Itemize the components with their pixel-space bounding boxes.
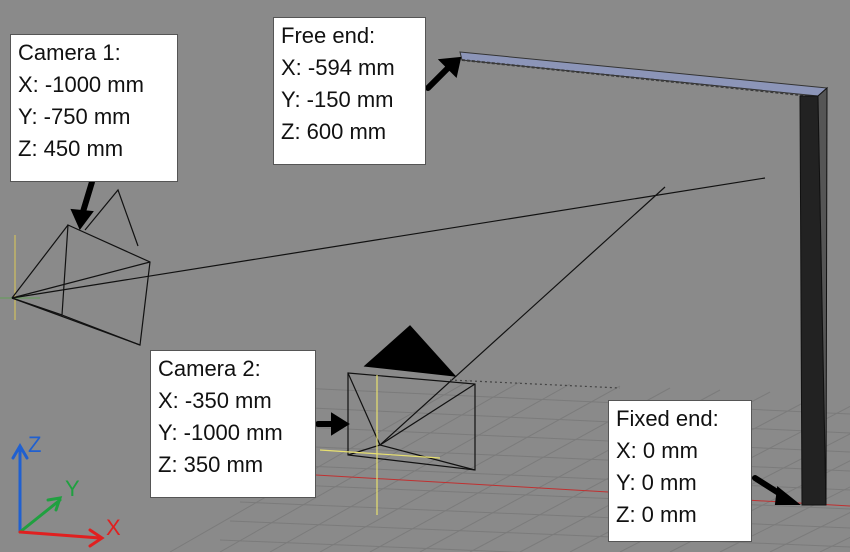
fixed-end-callout: Fixed end: X: 0 mm Y: 0 mm Z: 0 mm <box>608 400 752 542</box>
axis-gizmo: Z Y X <box>11 432 121 548</box>
grid-line <box>239 501 850 529</box>
fixed-end-z: Z: 0 mm <box>616 502 697 527</box>
camera1-x: X: -1000 mm <box>18 72 144 97</box>
arrow-camera1 <box>79 179 95 218</box>
camera1-y: Y: -750 mm <box>18 104 131 129</box>
grid-line <box>219 381 521 552</box>
free-end-y: Y: -150 mm <box>281 87 394 112</box>
fixed-end-x: X: 0 mm <box>616 438 698 463</box>
camera1-z: Z: 450 mm <box>18 136 124 161</box>
x-axis-line <box>18 530 102 540</box>
grid-line <box>269 383 571 552</box>
free-end-z: Z: 600 mm <box>281 119 387 144</box>
grid-line <box>219 539 523 552</box>
grid-line <box>269 444 850 472</box>
y-axis-label: Y <box>65 476 80 501</box>
camera2-up-triangle <box>363 325 457 377</box>
camera1-frustum <box>0 177 766 346</box>
camera2-frustum <box>319 186 666 515</box>
beam-top-surface <box>459 51 829 97</box>
free-end-x: X: -594 mm <box>281 55 395 80</box>
floor-x-axis-line <box>229 469 850 507</box>
y-axis-line <box>18 498 62 534</box>
grid-line <box>279 425 850 453</box>
fixed-end-title: Fixed end: <box>616 406 719 431</box>
free-end-title: Free end: <box>281 23 376 48</box>
free-end-callout: Free end: X: -594 mm Y: -150 mm Z: 600 m… <box>273 17 426 165</box>
arrow-free-end <box>425 63 453 91</box>
camera2-title: Camera 2: <box>158 356 261 381</box>
grid-line <box>229 520 850 548</box>
grid-line <box>249 482 850 510</box>
grid-line <box>719 486 850 552</box>
callout-arrows <box>70 56 801 505</box>
grid-line <box>299 387 850 415</box>
camera1-callout: Camera 1: X: -1000 mm Y: -750 mm Z: 450 … <box>10 34 178 182</box>
camera2-callout: Camera 2: X: -350 mm Y: -1000 mm Z: 350 … <box>150 350 316 498</box>
x-axis-label: X <box>106 515 121 540</box>
z-axis-label: Z <box>28 432 41 457</box>
camera2-z: Z: 350 mm <box>158 452 264 477</box>
camera2-x: X: -350 mm <box>158 388 272 413</box>
camera2-y: Y: -1000 mm <box>158 420 283 445</box>
grid-line <box>769 511 850 552</box>
camera1-title: Camera 1: <box>18 40 121 65</box>
grid-line <box>289 406 850 434</box>
fixed-end-y: Y: 0 mm <box>616 470 697 495</box>
cantilever-beam <box>459 51 829 506</box>
